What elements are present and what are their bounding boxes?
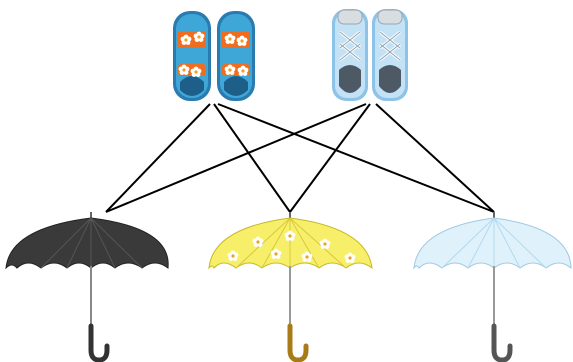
sandals-icon	[173, 11, 255, 101]
connection-line-sandals-to-light-blue-umbrella	[217, 103, 495, 213]
sneakers-icon	[332, 9, 408, 101]
connection-line-sneakers-to-yellow-umbrella	[289, 103, 371, 213]
light-blue-umbrella-icon	[413, 212, 572, 362]
connection-line-sandals-to-yellow-umbrella	[213, 103, 291, 213]
connection-line-sneakers-to-black-umbrella	[105, 103, 367, 213]
connection-line-sandals-to-black-umbrella	[105, 103, 211, 213]
connection-lines	[105, 103, 495, 213]
connection-line-sneakers-to-light-blue-umbrella	[375, 103, 495, 213]
black-umbrella-icon	[5, 212, 169, 362]
yellow-umbrella-icon	[208, 212, 373, 362]
